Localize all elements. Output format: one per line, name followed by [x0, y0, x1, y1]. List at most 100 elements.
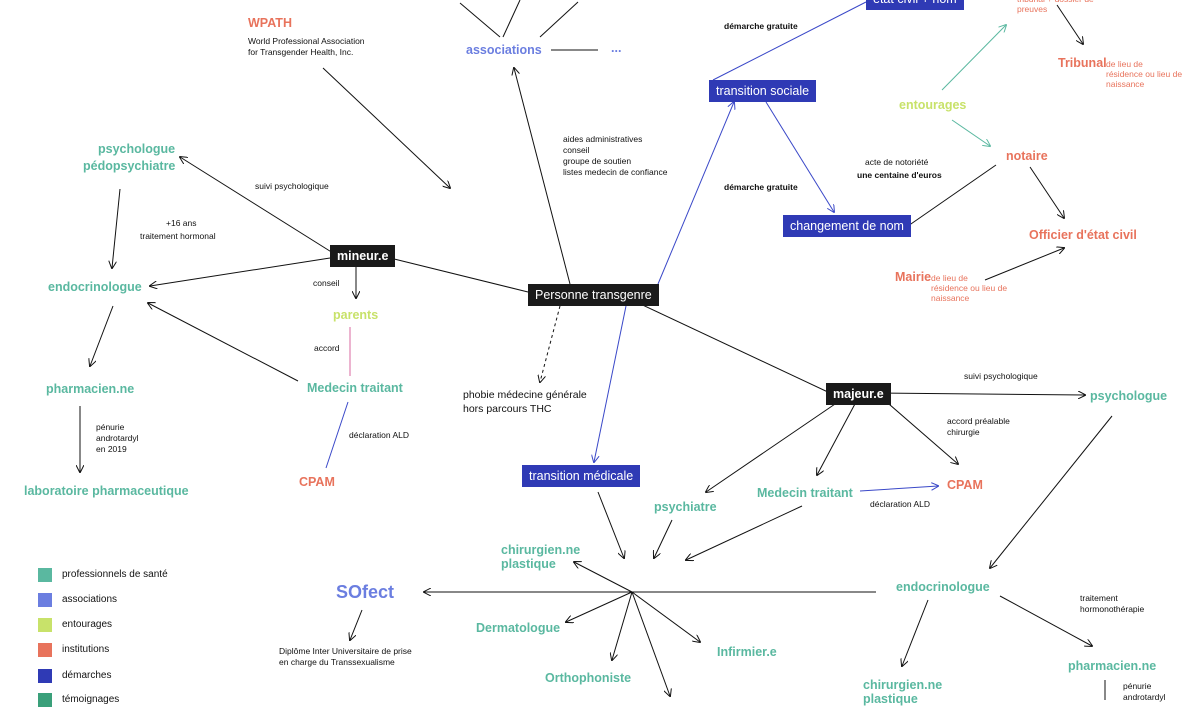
psychiatre-node[interactable]: psychiatre — [654, 500, 717, 514]
legend-swatch — [38, 568, 52, 582]
edge — [881, 393, 1085, 395]
transition-sociale-box[interactable]: transition sociale — [709, 80, 817, 102]
notaire-node[interactable]: notaire — [1006, 149, 1048, 163]
medecin-traitant-mineur[interactable]: Medecin traitant — [307, 381, 403, 395]
suivi-psy-majeur: suivi psychologique — [964, 371, 1038, 381]
edge — [984, 248, 1064, 281]
centaine-euros: une centaine d'euros — [857, 170, 942, 180]
demarche-gratuite: démarche gratuite — [724, 182, 798, 192]
entourages-node[interactable]: entourages — [899, 98, 967, 112]
changement-nom-box[interactable]: changement de nom — [783, 215, 911, 237]
endocrinologue-majeur[interactable]: endocrinologue — [896, 580, 990, 594]
edge — [597, 491, 624, 558]
edge — [686, 505, 803, 560]
mairie-node[interactable]: Mairie — [895, 270, 932, 284]
edge — [706, 401, 839, 492]
associations-node[interactable]: associations — [466, 43, 542, 57]
etat-civil-box[interactable]: état civil + nom — [866, 0, 964, 10]
acte-notoriete: acte de notoriété — [865, 157, 929, 167]
edge — [1056, 4, 1083, 44]
pedopsychiatre-node[interactable]: pédopsychiatre — [83, 159, 176, 173]
edge — [540, 305, 561, 382]
edge — [566, 591, 633, 622]
tribunal-node[interactable]: Tribunal — [1058, 56, 1107, 70]
legend-label: démarches — [62, 670, 112, 681]
cpam-majeur[interactable]: CPAM — [947, 478, 983, 492]
infirmier-node[interactable]: Infirmier.e — [717, 645, 777, 659]
majeur-node[interactable]: majeur.e — [826, 383, 891, 405]
diplome-text: Diplôme Inter Universitaire de prise en … — [279, 646, 412, 667]
conseil-label: conseil — [313, 278, 340, 288]
tribunal-dossier: tribunal + dossier de preuves — [1017, 0, 1094, 14]
accord-prealable: accord préalable chirurgie — [947, 416, 1010, 437]
officier-etat-civil-node[interactable]: Officier d'état civil — [1029, 228, 1137, 242]
psychologue-mineur[interactable]: psychologue — [98, 142, 176, 156]
edge — [654, 519, 673, 558]
chirurgien-plastique-node[interactable]: chirurgien.ne plastique — [501, 543, 581, 571]
edge — [631, 591, 670, 696]
penurie-mineur: pénurie androtardyl en 2019 — [96, 422, 139, 454]
edge — [907, 164, 997, 227]
medecin-traitant-majeur[interactable]: Medecin traitant — [757, 486, 853, 500]
orthophoniste-node[interactable]: Orthophoniste — [545, 671, 632, 685]
transition-medicale-box[interactable]: transition médicale — [522, 465, 641, 487]
edge — [612, 591, 633, 660]
seize-ans: +16 ans — [166, 218, 197, 228]
accord-label: accord — [314, 343, 340, 353]
edge-blue — [657, 102, 734, 285]
laboratoire-node[interactable]: laboratoire pharmaceutique — [24, 484, 189, 498]
edge — [180, 157, 334, 254]
edge — [514, 68, 571, 285]
legend-swatch — [38, 593, 52, 607]
edge-blue — [325, 401, 349, 469]
edge — [502, 0, 521, 38]
edge — [322, 67, 450, 188]
edge — [539, 1, 579, 38]
legend-swatch — [38, 693, 52, 707]
pharmacien-majeur[interactable]: pharmacien.ne — [1068, 659, 1157, 673]
suivi-psy-mineur: suivi psychologique — [255, 181, 329, 191]
edge-blue — [712, 1, 867, 81]
legend-label: institutions — [62, 644, 110, 655]
edge — [990, 415, 1113, 568]
edge — [631, 299, 831, 394]
legend-swatch — [38, 643, 52, 657]
pharmacien-mineur[interactable]: pharmacien.ne — [46, 382, 135, 396]
edge — [90, 305, 114, 366]
edge — [817, 401, 857, 475]
edge — [459, 2, 501, 38]
psychologue-majeur[interactable]: psychologue — [1090, 389, 1168, 403]
wpath-description: World Professional Association for Trans… — [248, 36, 365, 57]
edge — [350, 609, 363, 640]
sofect-node[interactable]: SOfect — [336, 582, 395, 602]
parents-node[interactable]: parents — [333, 308, 379, 322]
edge — [381, 255, 529, 293]
mineur-node[interactable]: mineur.e — [330, 245, 396, 267]
declaration-ald-mineur: déclaration ALD — [349, 430, 410, 440]
penurie-majeur: pénurie androtardyl — [1123, 681, 1166, 702]
aides-list: aides administratives conseil groupe de … — [563, 134, 668, 177]
endocrinologue-mineur[interactable]: endocrinologue — [48, 280, 142, 294]
edge — [1029, 166, 1064, 218]
legend-label: entourages — [62, 619, 113, 630]
edge — [999, 595, 1092, 646]
cpam-mineur[interactable]: CPAM — [299, 475, 335, 489]
edge-blue — [765, 101, 834, 212]
legend-swatch — [38, 669, 52, 683]
edge — [574, 562, 633, 593]
edge — [112, 188, 121, 268]
mairie-detail: de lieu de résidence ou lieu de naissanc… — [931, 273, 1008, 303]
legend-swatch — [38, 618, 52, 632]
traitement-hormonal: traitement hormonal — [140, 231, 216, 241]
edge — [631, 591, 700, 642]
traitement-hormonotherapie: traitement hormonothérapie — [1080, 593, 1145, 614]
edge-green — [941, 25, 1006, 91]
edge-blue — [859, 486, 938, 492]
personne-transgenre-node[interactable]: Personne transgenre — [528, 284, 659, 306]
edge-blue — [594, 305, 627, 462]
edge — [881, 397, 958, 464]
chirurgien-majeur[interactable]: chirurgien.ne plastique — [863, 678, 943, 706]
edge — [150, 257, 331, 286]
dermatologue-node[interactable]: Dermatologue — [476, 621, 561, 635]
